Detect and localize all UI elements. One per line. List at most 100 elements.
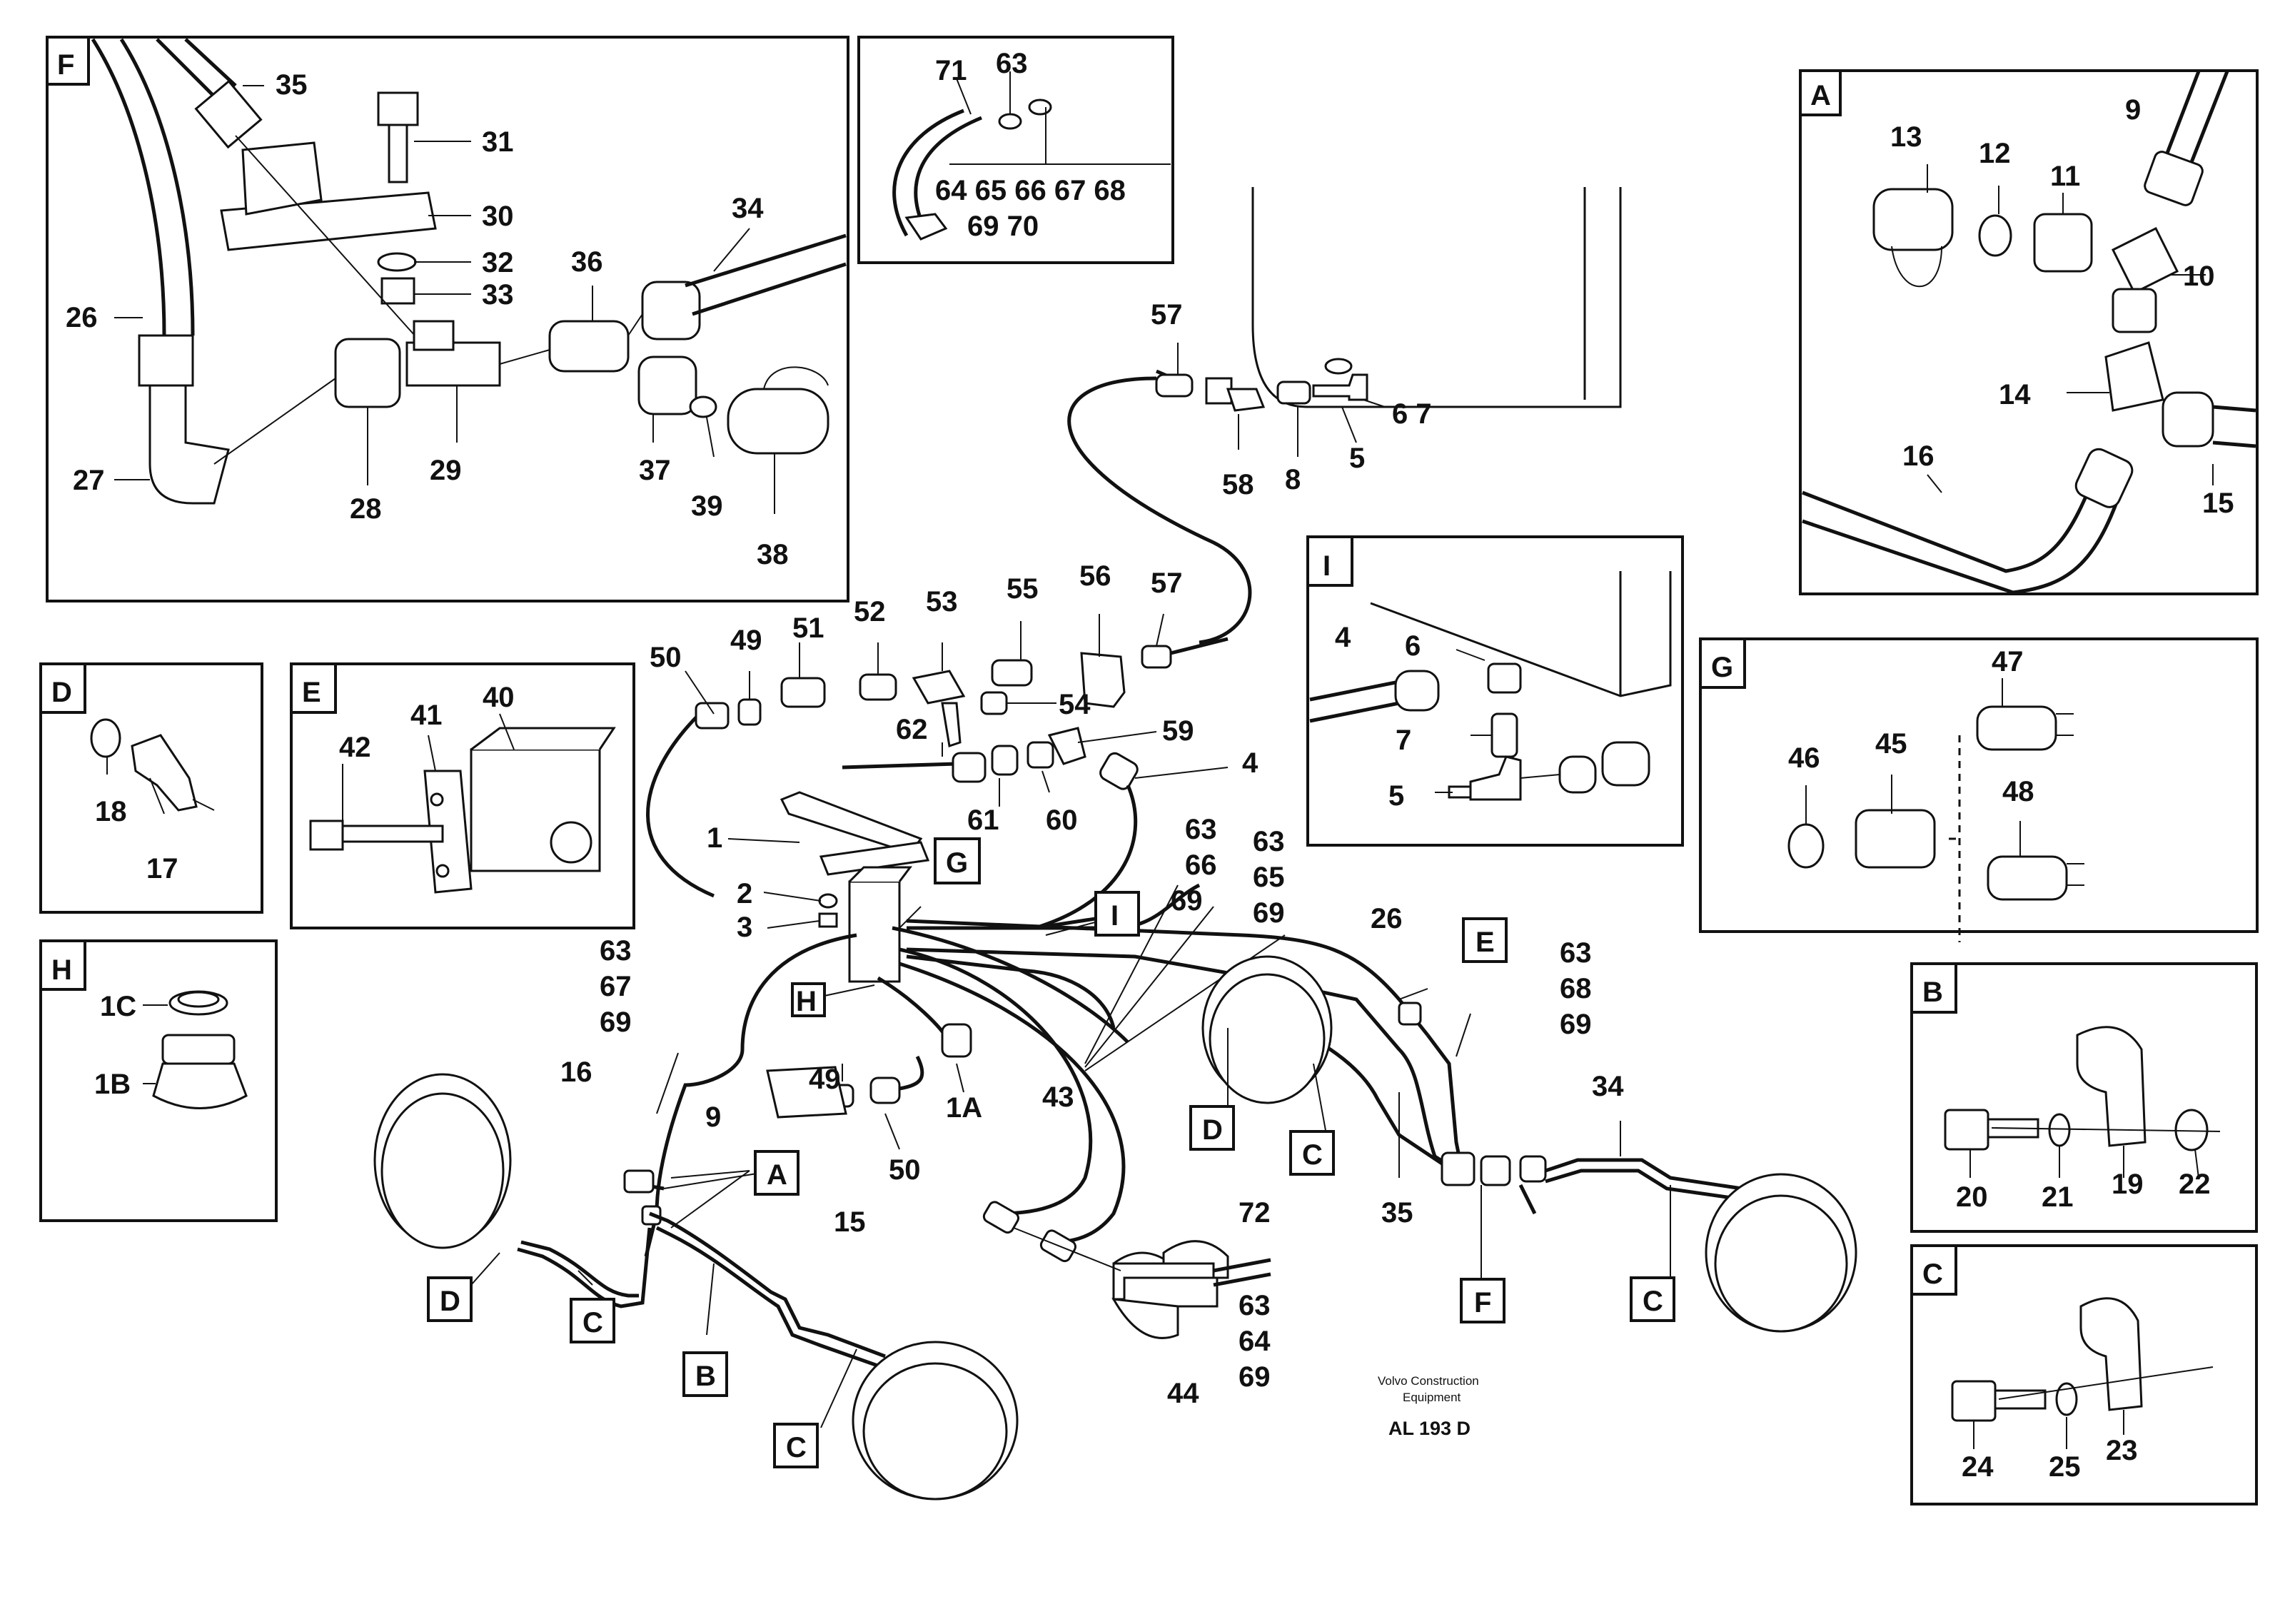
callout-64-valve: 64 [1239, 1326, 1271, 1357]
nut-33 [380, 277, 415, 305]
nut-61 [991, 745, 1019, 776]
line-57 [1067, 376, 1252, 645]
tag-c-right[interactable]: C [1630, 1276, 1675, 1322]
fitting-36 [548, 320, 630, 373]
nut-57 [1155, 373, 1194, 398]
nut-i-6 [1487, 662, 1522, 694]
callout-48: 48 [2002, 776, 2034, 807]
coupling-55 [991, 659, 1033, 687]
nut-60 [1027, 741, 1054, 769]
callout-57-top: 57 [1151, 299, 1183, 331]
svg-text:F: F [1474, 1287, 1491, 1318]
tag-c-left[interactable]: C [570, 1298, 615, 1343]
washer-2 [818, 893, 838, 909]
detail-box-c: C [1910, 1244, 2258, 1506]
nut-22 [2174, 1109, 2209, 1151]
detail-box-h-label: H [51, 954, 72, 986]
hose-35 [156, 38, 216, 98]
tag-c-bottom[interactable]: C [773, 1423, 819, 1468]
callout-11: 11 [2050, 161, 2080, 192]
clamp-e [1398, 1002, 1422, 1026]
detail-box-d: D [39, 662, 263, 914]
callout-15-a: 15 [2202, 488, 2234, 519]
nipple-17 [131, 734, 198, 812]
callout-35-main: 35 [1381, 1197, 1413, 1229]
svg-text:D: D [1202, 1114, 1223, 1146]
washer-21 [2048, 1113, 2071, 1147]
detail-box-g: G [1699, 637, 2259, 942]
callout-54: 54 [1059, 689, 1091, 720]
fitting-1A [941, 1023, 972, 1058]
coupling-38 [727, 388, 829, 455]
svg-text:D: D [440, 1286, 460, 1317]
callout-42: 42 [339, 732, 371, 763]
callout-27: 27 [73, 465, 105, 496]
callout-41: 41 [410, 700, 443, 731]
tag-d-left[interactable]: D [427, 1276, 473, 1322]
callout-55: 55 [1007, 573, 1039, 605]
bolt-31 [377, 91, 419, 126]
callout-49-top: 49 [730, 625, 762, 656]
svg-text:G: G [946, 847, 968, 879]
pipe-43a [892, 926, 1129, 1044]
callout-62: 62 [896, 714, 928, 745]
callout-14: 14 [1999, 379, 2031, 410]
callout-9-main: 9 [705, 1101, 721, 1133]
svg-text:C: C [786, 1432, 807, 1463]
callout-i-6: 6 [1405, 630, 1421, 662]
tag-c-mid[interactable]: C [1289, 1130, 1335, 1176]
plug-1B [161, 1034, 236, 1065]
detail-box-i-label: I [1323, 550, 1331, 582]
oring-12 [1978, 214, 2012, 257]
callout-46: 46 [1788, 742, 1820, 774]
svg-text:E: E [1476, 927, 1495, 958]
tag-b[interactable]: B [682, 1351, 728, 1397]
callout-63-mid2: 63 [1253, 826, 1285, 857]
nipple-i-7 [1490, 712, 1518, 758]
callout-56: 56 [1079, 560, 1111, 592]
svg-text:C: C [1643, 1286, 1663, 1317]
callout-33: 33 [482, 279, 514, 311]
callout-i-7: 7 [1396, 725, 1411, 756]
callout-30: 30 [482, 201, 514, 232]
svg-text:C: C [1302, 1139, 1323, 1171]
callout-72: 72 [1239, 1197, 1271, 1229]
svg-text:I: I [1111, 900, 1119, 932]
pipe-15-main [649, 1211, 886, 1358]
pipe-43b [899, 947, 1093, 1216]
svg-text:C: C [582, 1307, 603, 1338]
line-57-lower [1170, 637, 1229, 655]
fitting-26 [138, 334, 194, 387]
detail-box-d-label: D [51, 677, 72, 708]
hose-50 [646, 712, 715, 898]
tag-e[interactable]: E [1462, 917, 1508, 963]
tag-g[interactable]: G [934, 837, 981, 884]
tag-f[interactable]: F [1460, 1278, 1505, 1323]
callout-49-main: 49 [809, 1064, 841, 1095]
tag-a[interactable]: A [754, 1150, 800, 1196]
callout-17: 17 [146, 853, 178, 884]
callout-26-main: 26 [1371, 903, 1403, 934]
washer-25 [2055, 1382, 2078, 1416]
tag-i[interactable]: I [1094, 891, 1140, 937]
callout-53: 53 [926, 586, 958, 617]
detail-box-e: E [290, 662, 635, 929]
detail-box-a: A [1799, 69, 2259, 595]
clamp-19 [2076, 1026, 2147, 1147]
callout-i-4: 4 [1335, 622, 1351, 653]
hose-50-lower [899, 1055, 924, 1091]
bolt-20 [1944, 1109, 1989, 1151]
callout-1A: 1A [946, 1092, 982, 1124]
callout-69-70: 69 70 [967, 211, 1039, 242]
tag-d-right[interactable]: D [1189, 1105, 1235, 1151]
tee-5 [1312, 373, 1368, 401]
nut-35 [194, 79, 263, 149]
detail-box-cable-tie [857, 36, 1174, 264]
callout-52: 52 [854, 596, 886, 627]
callout-31: 31 [482, 126, 514, 158]
detail-box-f-label: F [57, 49, 74, 81]
footer-company-line1: Volvo Construction [1378, 1374, 1479, 1388]
tag-h[interactable]: H [791, 982, 826, 1017]
coupling-51 [780, 677, 826, 708]
callout-15-main: 15 [834, 1206, 866, 1238]
